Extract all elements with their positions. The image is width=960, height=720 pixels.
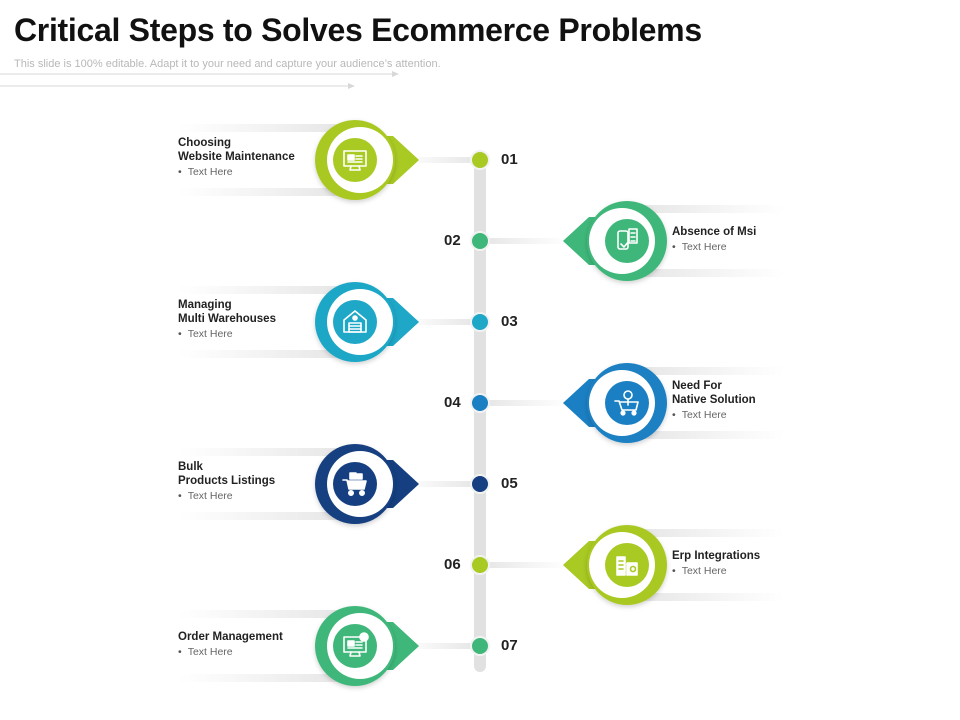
text-bar-bottom xyxy=(178,674,353,682)
text-bar-bottom xyxy=(630,431,785,439)
step-bullet-text: Text Here xyxy=(178,646,233,658)
header-divider xyxy=(0,71,399,89)
step-title: Erp Integrations xyxy=(672,550,761,562)
mobile-checklist-icon xyxy=(617,228,638,250)
text-bar-top xyxy=(630,205,785,213)
timeline-dot xyxy=(470,393,490,413)
timeline-dot xyxy=(470,312,490,332)
step-icon-badge xyxy=(333,138,377,182)
text-bar-bottom xyxy=(178,512,353,520)
pointer-arrow xyxy=(385,622,419,670)
text-bar-bottom xyxy=(178,188,353,196)
step-icon-badge xyxy=(605,219,649,263)
step-05 xyxy=(178,444,490,524)
spine-connector xyxy=(400,643,480,649)
timeline-dot xyxy=(470,636,490,656)
erp-building-icon xyxy=(616,556,638,576)
step-number: 02 xyxy=(444,232,461,249)
text-bar-top xyxy=(178,610,353,618)
pointer-arrow xyxy=(385,136,419,184)
step-number: 07 xyxy=(501,637,518,654)
step-icon-badge xyxy=(333,300,377,344)
pointer-arrow xyxy=(385,298,419,346)
text-bar-top xyxy=(630,367,785,375)
step-number: 05 xyxy=(501,475,518,492)
timeline-dot xyxy=(470,231,490,251)
text-bar-bottom xyxy=(630,269,785,277)
step-icon-badge xyxy=(333,624,377,668)
step-number: 06 xyxy=(444,556,461,573)
text-bar-top xyxy=(178,448,353,456)
warehouse-icon xyxy=(343,310,367,333)
text-bar-bottom xyxy=(178,350,353,358)
step-bullet-text: Text Here xyxy=(672,409,727,421)
order-monitor-icon xyxy=(343,632,369,657)
step-number: 01 xyxy=(501,151,518,168)
page-title: Critical Steps to Solves Ecommerce Probl… xyxy=(14,12,702,48)
timeline-dot xyxy=(470,150,490,170)
step-bullet-text: Text Here xyxy=(672,241,727,253)
text-bar-top xyxy=(630,529,785,537)
step-04 xyxy=(470,363,785,443)
spine-connector xyxy=(480,238,570,244)
text-bar-top xyxy=(178,286,353,294)
step-02 xyxy=(470,201,785,281)
step-07 xyxy=(178,606,490,686)
step-01 xyxy=(178,120,490,200)
website-monitor-icon xyxy=(343,150,367,171)
bulk-cart-icon xyxy=(342,472,367,496)
step-03 xyxy=(178,282,490,362)
step-title: Managing Multi Warehouses xyxy=(178,299,276,325)
text-bar-top xyxy=(178,124,353,132)
page-subtitle: This slide is 100% editable. Adapt it to… xyxy=(14,58,441,70)
step-number: 04 xyxy=(444,394,461,411)
step-title: Absence of Msi xyxy=(672,226,757,238)
spine-connector xyxy=(480,562,570,568)
step-title: Order Management xyxy=(178,631,283,643)
spine-connector xyxy=(480,400,570,406)
pointer-arrow xyxy=(563,217,597,265)
step-title: Choosing Website Maintenance xyxy=(178,137,295,163)
spine-connector xyxy=(400,157,480,163)
cart-idea-icon xyxy=(614,390,639,416)
spine-connector xyxy=(400,481,480,487)
step-06 xyxy=(470,525,785,605)
step-bullet-text: Text Here xyxy=(178,166,233,178)
step-title: Bulk Products Listings xyxy=(178,461,276,487)
spine-connector xyxy=(400,319,480,325)
timeline-dot xyxy=(470,474,490,494)
step-number: 03 xyxy=(501,313,518,330)
step-bullet-text: Text Here xyxy=(672,565,727,577)
pointer-arrow xyxy=(563,541,597,589)
step-bullet-text: Text Here xyxy=(178,490,233,502)
pointer-arrow xyxy=(385,460,419,508)
step-icon-badge xyxy=(605,381,649,425)
timeline-dot xyxy=(470,555,490,575)
step-bullet-text: Text Here xyxy=(178,328,233,340)
pointer-arrow xyxy=(563,379,597,427)
text-bar-bottom xyxy=(630,593,785,601)
step-title: Need For Native Solution xyxy=(672,380,756,406)
